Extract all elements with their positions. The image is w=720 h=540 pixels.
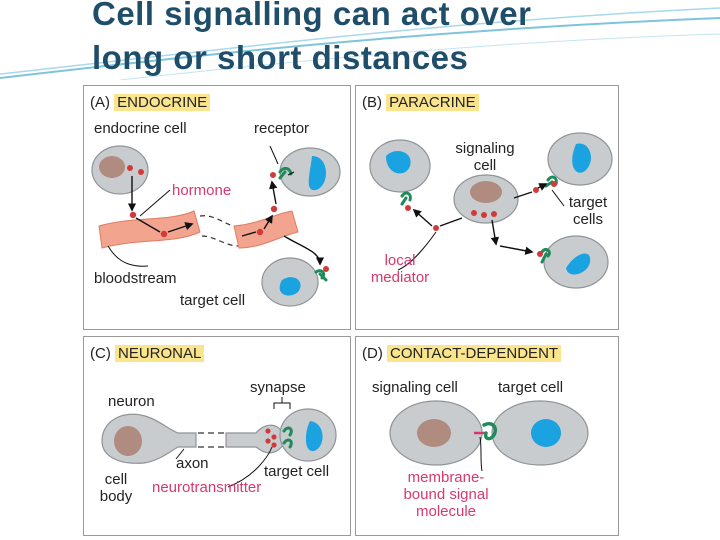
paracrine-signaling-nucleus [470, 181, 502, 203]
label-neurotransmitter: neurotransmitter [152, 479, 262, 496]
title-line-2: long or short distances [92, 39, 469, 76]
endocrine-cell-nucleus [99, 156, 125, 178]
synapse-bracket [273, 397, 291, 409]
paracrine-heading: PARACRINE [386, 94, 479, 111]
neuronal-heading: NEURONAL [115, 345, 205, 362]
label-neuron: neuron [108, 393, 155, 410]
bloodstream-gap-dashes [199, 215, 239, 247]
title-swoosh-decoration [0, 7, 720, 80]
contact-dependent-diagram [389, 400, 589, 472]
contact-target-nucleus [531, 419, 561, 447]
contact-receptor [482, 422, 497, 441]
label-membrane-bound-signal: membrane- bound signal molecule [403, 469, 489, 520]
label-target-cells: target cells [568, 194, 608, 228]
label-target-cell: target cell [180, 292, 246, 309]
paracrine-diagram [369, 132, 613, 289]
label-bloodstream: bloodstream [94, 270, 177, 287]
endocrine-heading: ENDOCRINE [114, 94, 211, 111]
label-signaling-cell: signaling cell [455, 140, 515, 174]
panel-contact-dependent: (D) CONTACT-DEPENDENT signaling cell tar… [355, 336, 619, 536]
label-synapse: synapse [250, 379, 306, 396]
endocrine-diagram [91, 145, 341, 307]
label-receptor: receptor [254, 120, 310, 137]
label-local-mediator: local mediator [370, 252, 430, 286]
label-endocrine-cell: endocrine cell [94, 120, 187, 137]
panel-paracrine: (B) PARACRINE signaling cell target cell… [355, 85, 619, 330]
endocrine-tag: (A) ENDOCRINE [90, 94, 211, 111]
slide-title: Cell signalling can act over long or sho… [92, 0, 531, 80]
contact-dependent-tag: (D) CONTACT-DEPENDENT [362, 345, 562, 362]
title-line-1: Cell signalling can act over [92, 0, 532, 32]
label-contact-target-cell: target cell [498, 379, 564, 396]
receptor-upper [278, 166, 293, 180]
upper-target-nucleus [308, 156, 327, 191]
panel-neuronal: (C) NEURONAL neuron synapse axon cell bo… [83, 336, 351, 536]
bloodstream-segment-left [98, 210, 201, 249]
panel-endocrine: (A) ENDOCRINE endocrine cell receptor ho… [83, 85, 351, 330]
neuron-nucleus [114, 426, 142, 456]
label-cell-body: cell body [99, 471, 133, 505]
axon-gap-dashes [198, 432, 224, 448]
contact-dependent-heading: CONTACT-DEPENDENT [387, 345, 562, 362]
paracrine-tag: (B) PARACRINE [362, 94, 479, 111]
label-hormone: hormone [172, 182, 232, 199]
neuronal-tag: (C) NEURONAL [90, 345, 205, 362]
label-axon: axon [176, 455, 209, 472]
bloodstream-segment-right [233, 210, 299, 249]
lower-target-nucleus [279, 277, 301, 296]
neuronal-diagram [101, 397, 337, 488]
label-neuronal-target-cell: target cell [264, 463, 330, 480]
signalling-figure: (A) ENDOCRINE endocrine cell receptor ho… [80, 82, 620, 540]
receptor-lower [314, 269, 328, 282]
label-contact-signaling-cell: signaling cell [372, 379, 458, 396]
contact-signaling-nucleus [417, 419, 451, 447]
